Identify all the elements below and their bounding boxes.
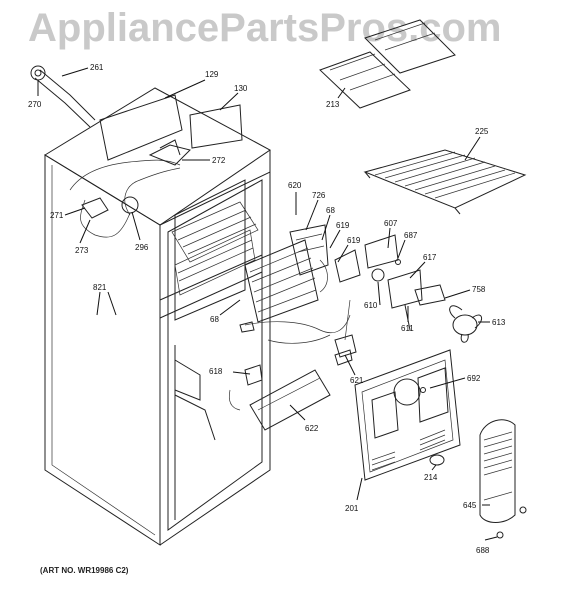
defrost-components xyxy=(319,234,446,331)
watermark: AppliancePartsPros.com xyxy=(28,6,502,50)
callout-687: 687 xyxy=(404,231,418,240)
callout-225: 225 xyxy=(475,127,489,136)
callout-618: 618 xyxy=(209,367,223,376)
callout-621: 621 xyxy=(350,376,364,385)
callout-68-lower: 68 xyxy=(210,315,219,324)
callout-610: 610 xyxy=(364,301,378,310)
freezer-floor xyxy=(171,201,259,296)
art-number: (ART NO. WR19986 C2) xyxy=(40,566,129,575)
screws xyxy=(395,259,527,539)
callout-620: 620 xyxy=(288,181,302,190)
callout-270: 270 xyxy=(28,100,42,109)
callout-201: 201 xyxy=(345,504,359,513)
cabinet xyxy=(44,87,271,546)
fan-blade xyxy=(449,305,483,343)
callout-272: 272 xyxy=(212,156,226,165)
callout-296: 296 xyxy=(135,243,149,252)
callout-213: 213 xyxy=(326,100,340,109)
ice-trays xyxy=(319,19,456,109)
cap-part xyxy=(429,454,445,466)
callout-821: 821 xyxy=(93,283,107,292)
callout-271: 271 xyxy=(50,211,64,220)
callout-622: 622 xyxy=(305,424,319,433)
leader-lines xyxy=(37,67,498,541)
callout-labels: 261 270 129 130 213 225 272 271 273 296 … xyxy=(28,63,506,555)
callout-261: 261 xyxy=(90,63,104,72)
duct-cover xyxy=(249,349,353,431)
label-panels xyxy=(99,94,243,161)
air-grille xyxy=(479,419,516,523)
callout-688: 688 xyxy=(476,546,490,555)
callout-273: 273 xyxy=(75,246,89,255)
callout-617: 617 xyxy=(423,253,437,262)
water-inlet-tube xyxy=(30,65,96,128)
wire-harness-middle xyxy=(228,299,357,411)
callout-129: 129 xyxy=(205,70,219,79)
callout-619-lower: 619 xyxy=(347,236,361,245)
callout-692: 692 xyxy=(467,374,481,383)
freezer-shelf xyxy=(363,149,527,215)
callout-726: 726 xyxy=(312,191,326,200)
callout-613: 613 xyxy=(492,318,506,327)
callout-611: 611 xyxy=(401,324,414,333)
evaporator-cover-panel xyxy=(354,349,461,481)
callout-758: 758 xyxy=(472,285,486,294)
callout-130: 130 xyxy=(234,84,248,93)
callout-645: 645 xyxy=(463,501,477,510)
callout-68-upper: 68 xyxy=(326,206,335,215)
callout-214: 214 xyxy=(424,473,438,482)
evaporator xyxy=(244,224,329,323)
callout-619-upper: 619 xyxy=(336,221,350,230)
wire-harness-top xyxy=(69,139,191,238)
callout-607: 607 xyxy=(384,219,398,228)
